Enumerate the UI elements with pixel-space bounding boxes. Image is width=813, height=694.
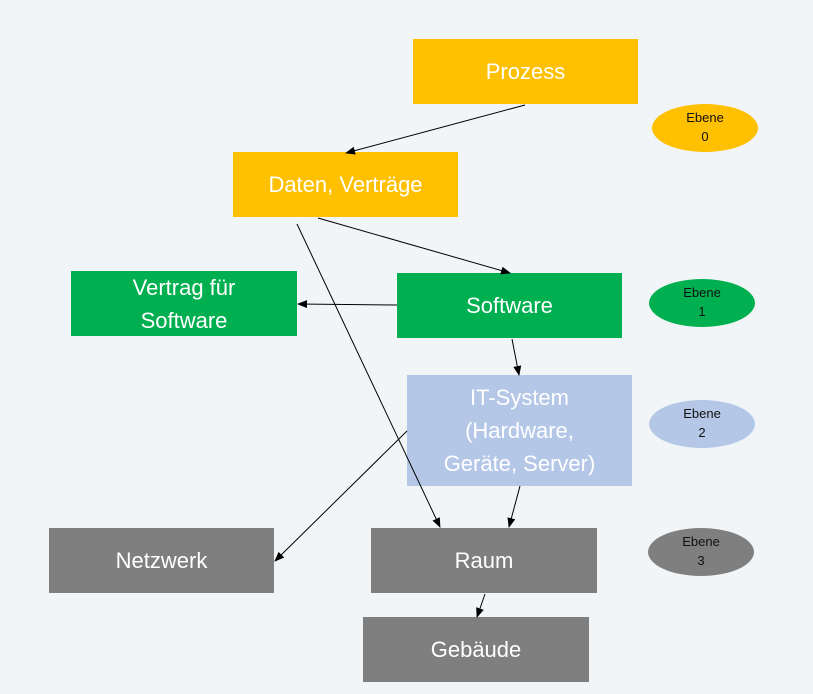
arrow-prozess-to-daten (345, 104, 526, 155)
node-prozess: Prozess (413, 39, 638, 104)
level-badge-2: Ebene 2 (649, 400, 755, 448)
node-vertrag-fuer-software: Vertrag für Software (71, 271, 297, 336)
node-daten-vertraege: Daten, Verträge (233, 152, 458, 217)
level-badge-0: Ebene 0 (652, 104, 758, 152)
node-netzwerk: Netzwerk (49, 528, 274, 593)
node-raum: Raum (371, 528, 597, 593)
arrow-daten-to-raum (296, 223, 441, 528)
node-gebaeude: Gebäude (363, 617, 589, 682)
node-software: Software (397, 273, 622, 338)
arrow-daten-to-software (317, 217, 511, 275)
level-badge-3: Ebene 3 (648, 528, 754, 576)
arrow-it-system-to-raum (507, 485, 521, 528)
level-badge-1: Ebene 1 (649, 279, 755, 327)
node-it-system: IT-System (Hardware, Geräte, Server) (407, 375, 632, 486)
arrow-software-to-vertrag (297, 300, 398, 309)
arrow-software-to-it-system (511, 338, 522, 376)
arrow-raum-to-gebaeude (476, 593, 486, 618)
arrow-it-system-to-netzwerk (274, 430, 408, 562)
